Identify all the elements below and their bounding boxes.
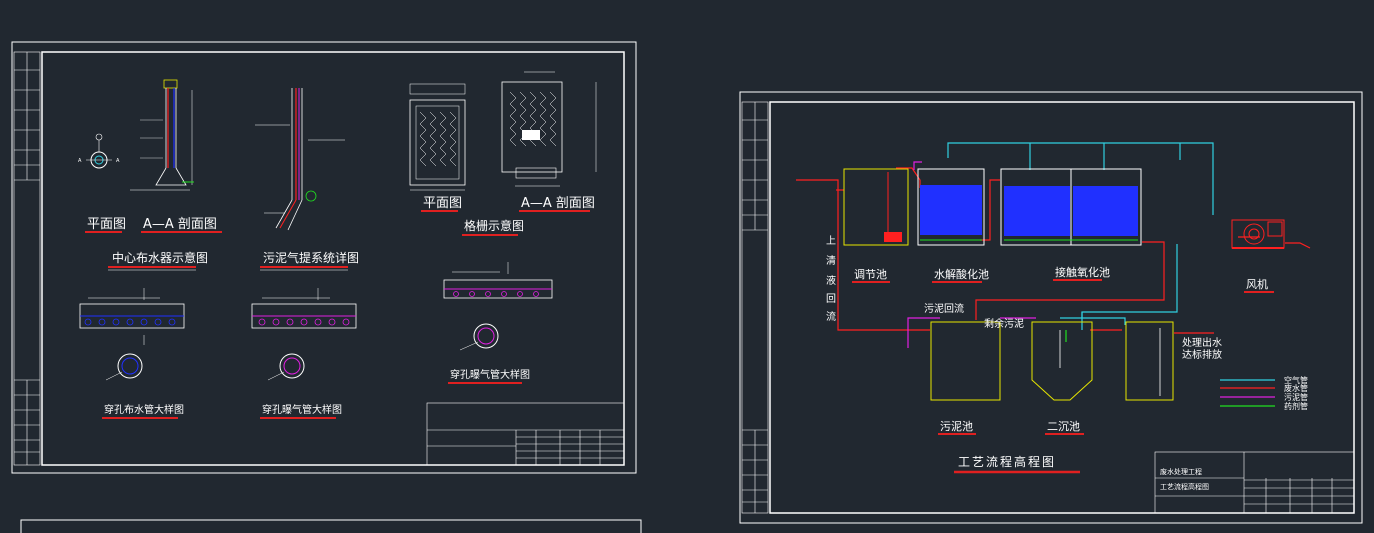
legend-air: 空气管	[1284, 375, 1308, 385]
grille-title: 格栅示意图	[464, 218, 524, 233]
sludge-pipe-network	[907, 161, 1275, 398]
tank-regulating	[843, 168, 909, 246]
supernatant-char: 清	[826, 254, 836, 267]
tank-hydrolysis-media	[920, 185, 982, 235]
legend-wastewater: 废水管	[1284, 383, 1308, 393]
perf-air-title-b: 穿孔曝气管大样图	[450, 368, 530, 381]
pipe-legend: 空气管 废水管 污泥管 药剂管	[1284, 375, 1308, 411]
supernatant-char: 液	[826, 274, 836, 287]
distributor-plan-label: 平面图	[87, 217, 126, 232]
section-marker-a2: A	[116, 158, 120, 164]
tank-regulating-label: 调节池	[854, 268, 887, 281]
drawing-title: 工艺流程高程图	[958, 454, 1056, 469]
supernatant-char: 流	[826, 310, 836, 323]
perf-air-pipe-a-drawing	[251, 288, 357, 381]
sheet-left: A A 平面图 A—A 剖面图 中心布水器示意图	[11, 41, 637, 474]
sheet-right-outer-frame	[739, 91, 1363, 524]
sheet-right-title-block	[1154, 451, 1355, 514]
airlift-drawing	[255, 88, 345, 231]
tank-contact-label: 接触氧化池	[1055, 265, 1110, 279]
legend-sludge: 污泥管	[1284, 392, 1308, 402]
grille-plan-label: 平面图	[423, 196, 462, 211]
supernatant-char: 回	[826, 293, 836, 305]
sheet-right-binding-strip	[741, 101, 769, 514]
grille-section-drawing	[501, 71, 597, 187]
tank-hydrolysis-label: 水解酸化池	[934, 267, 989, 281]
tank-sludge-label: 污泥池	[940, 420, 973, 433]
grille-plan-drawing	[409, 83, 466, 191]
tank-secondary-label: 二沉池	[1047, 420, 1080, 433]
pump-regulating	[884, 232, 902, 242]
sheet-left-inner-frame	[41, 51, 625, 466]
tank-clear-water	[1125, 321, 1174, 401]
distributor-title: 中心布水器示意图	[112, 250, 208, 265]
perf-air-pipe-b-drawing	[443, 262, 553, 351]
perf-air-title-a: 穿孔曝气管大样图	[262, 403, 342, 416]
sheet-left-binding-strip	[13, 51, 41, 466]
excess-sludge-label: 剩余污泥	[984, 317, 1024, 330]
grille-section-label: A—A 剖面图	[521, 196, 595, 211]
tank-hydrolysis	[917, 168, 985, 246]
section-marker-a1: A	[78, 158, 82, 164]
wastewater-pipe-network	[796, 167, 1311, 389]
supernatant-return-label: 上 清 液 回 流	[826, 235, 836, 323]
tank-secondary	[1031, 321, 1093, 401]
distributor-section-label: A—A 剖面图	[143, 217, 217, 232]
airlift-title: 污泥气提系统详图	[263, 250, 359, 265]
discharge-line2: 达标排放	[1182, 348, 1222, 361]
sheet-bottom-partial	[20, 519, 642, 533]
titleblock-project: 废水处理工程	[1160, 467, 1202, 476]
tank-contact-media-2	[1073, 186, 1138, 236]
titleblock-drawing: 工艺流程高程图	[1160, 482, 1209, 491]
sheet-left-outer-frame	[11, 41, 637, 474]
distributor-section-drawing	[130, 79, 194, 191]
tank-sludge	[930, 321, 1001, 401]
sludge-return-label: 污泥回流	[924, 302, 964, 315]
sheet-right-inner-frame	[769, 101, 1355, 514]
sheet-left-title-block	[426, 402, 625, 466]
blower-icon	[1231, 219, 1285, 249]
dosing-pipe-network	[1065, 330, 1275, 407]
supernatant-char: 上	[826, 235, 836, 247]
perf-water-pipe-drawing	[79, 288, 185, 381]
distributor-plan-drawing: A A	[78, 133, 120, 169]
blower-label: 风机	[1246, 277, 1268, 291]
discharge-line1: 处理出水	[1182, 336, 1222, 349]
tank-contact-media-1	[1004, 186, 1070, 236]
legend-dosing: 药剂管	[1284, 401, 1308, 411]
air-pipe-network	[947, 142, 1275, 381]
perf-water-title: 穿孔布水管大样图	[104, 403, 184, 416]
sheet-right: 调节池 水解酸化池 接触氧化池 风机 污泥回流 剩余污泥 污泥池 二沉池 上 清…	[739, 91, 1363, 524]
